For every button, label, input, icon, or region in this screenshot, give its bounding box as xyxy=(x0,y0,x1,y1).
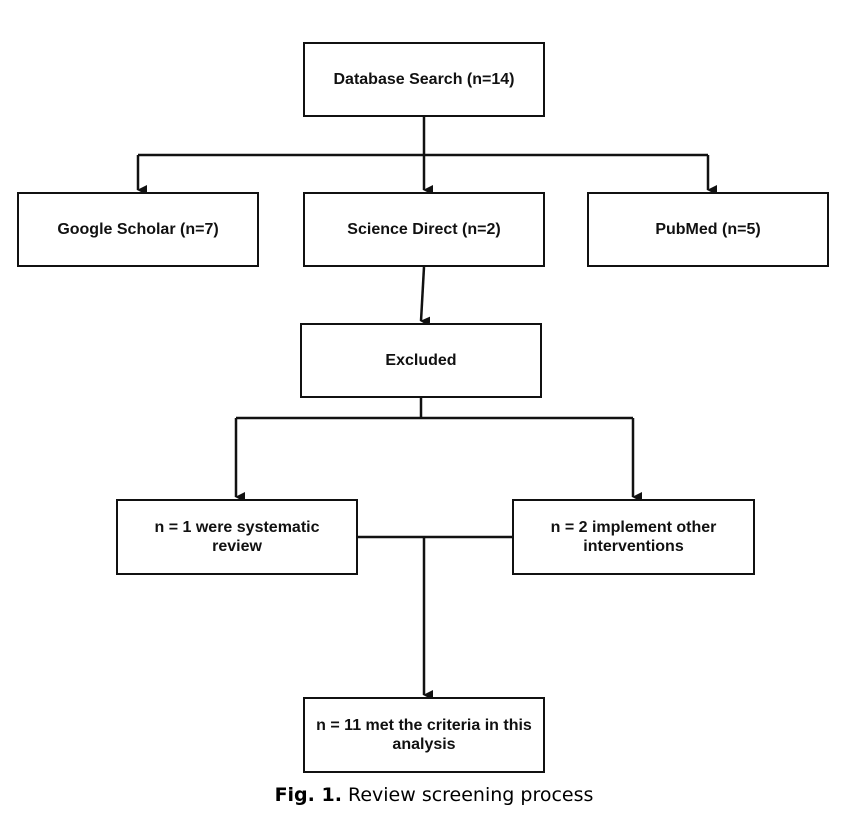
arrow-to-excluded xyxy=(419,266,431,327)
google-scholar-box: Google Scholar (n=7) xyxy=(17,192,259,267)
excluded-box: Excluded xyxy=(300,323,542,398)
other-interventions-label: n = 2 implement other interventions xyxy=(550,519,717,555)
met-criteria-box: n = 11 met the criteria in this analysis xyxy=(303,697,545,773)
science-direct-label: Science Direct (n=2) xyxy=(347,221,501,238)
google-scholar-label: Google Scholar (n=7) xyxy=(57,221,219,238)
other-interventions-box: n = 2 implement other interventions xyxy=(512,499,755,575)
pubmed-label: PubMed (n=5) xyxy=(655,221,761,238)
pubmed-box: PubMed (n=5) xyxy=(587,192,829,267)
met-criteria-label: n = 11 met the criteria in this analysis xyxy=(316,717,532,753)
database-search-label: Database Search (n=14) xyxy=(333,71,515,88)
figure-caption: Fig. 1. Review screening process xyxy=(0,784,868,806)
systematic-review-box: n = 1 were systematic review xyxy=(116,499,358,575)
science-direct-box: Science Direct (n=2) xyxy=(303,192,545,267)
excluded-label: Excluded xyxy=(385,352,457,369)
figure-caption-text: Review screening process xyxy=(347,784,594,806)
database-search-box: Database Search (n=14) xyxy=(303,42,545,117)
systematic-review-label: n = 1 were systematic review xyxy=(154,519,320,555)
figure-caption-label: Fig. 1. xyxy=(274,784,342,806)
